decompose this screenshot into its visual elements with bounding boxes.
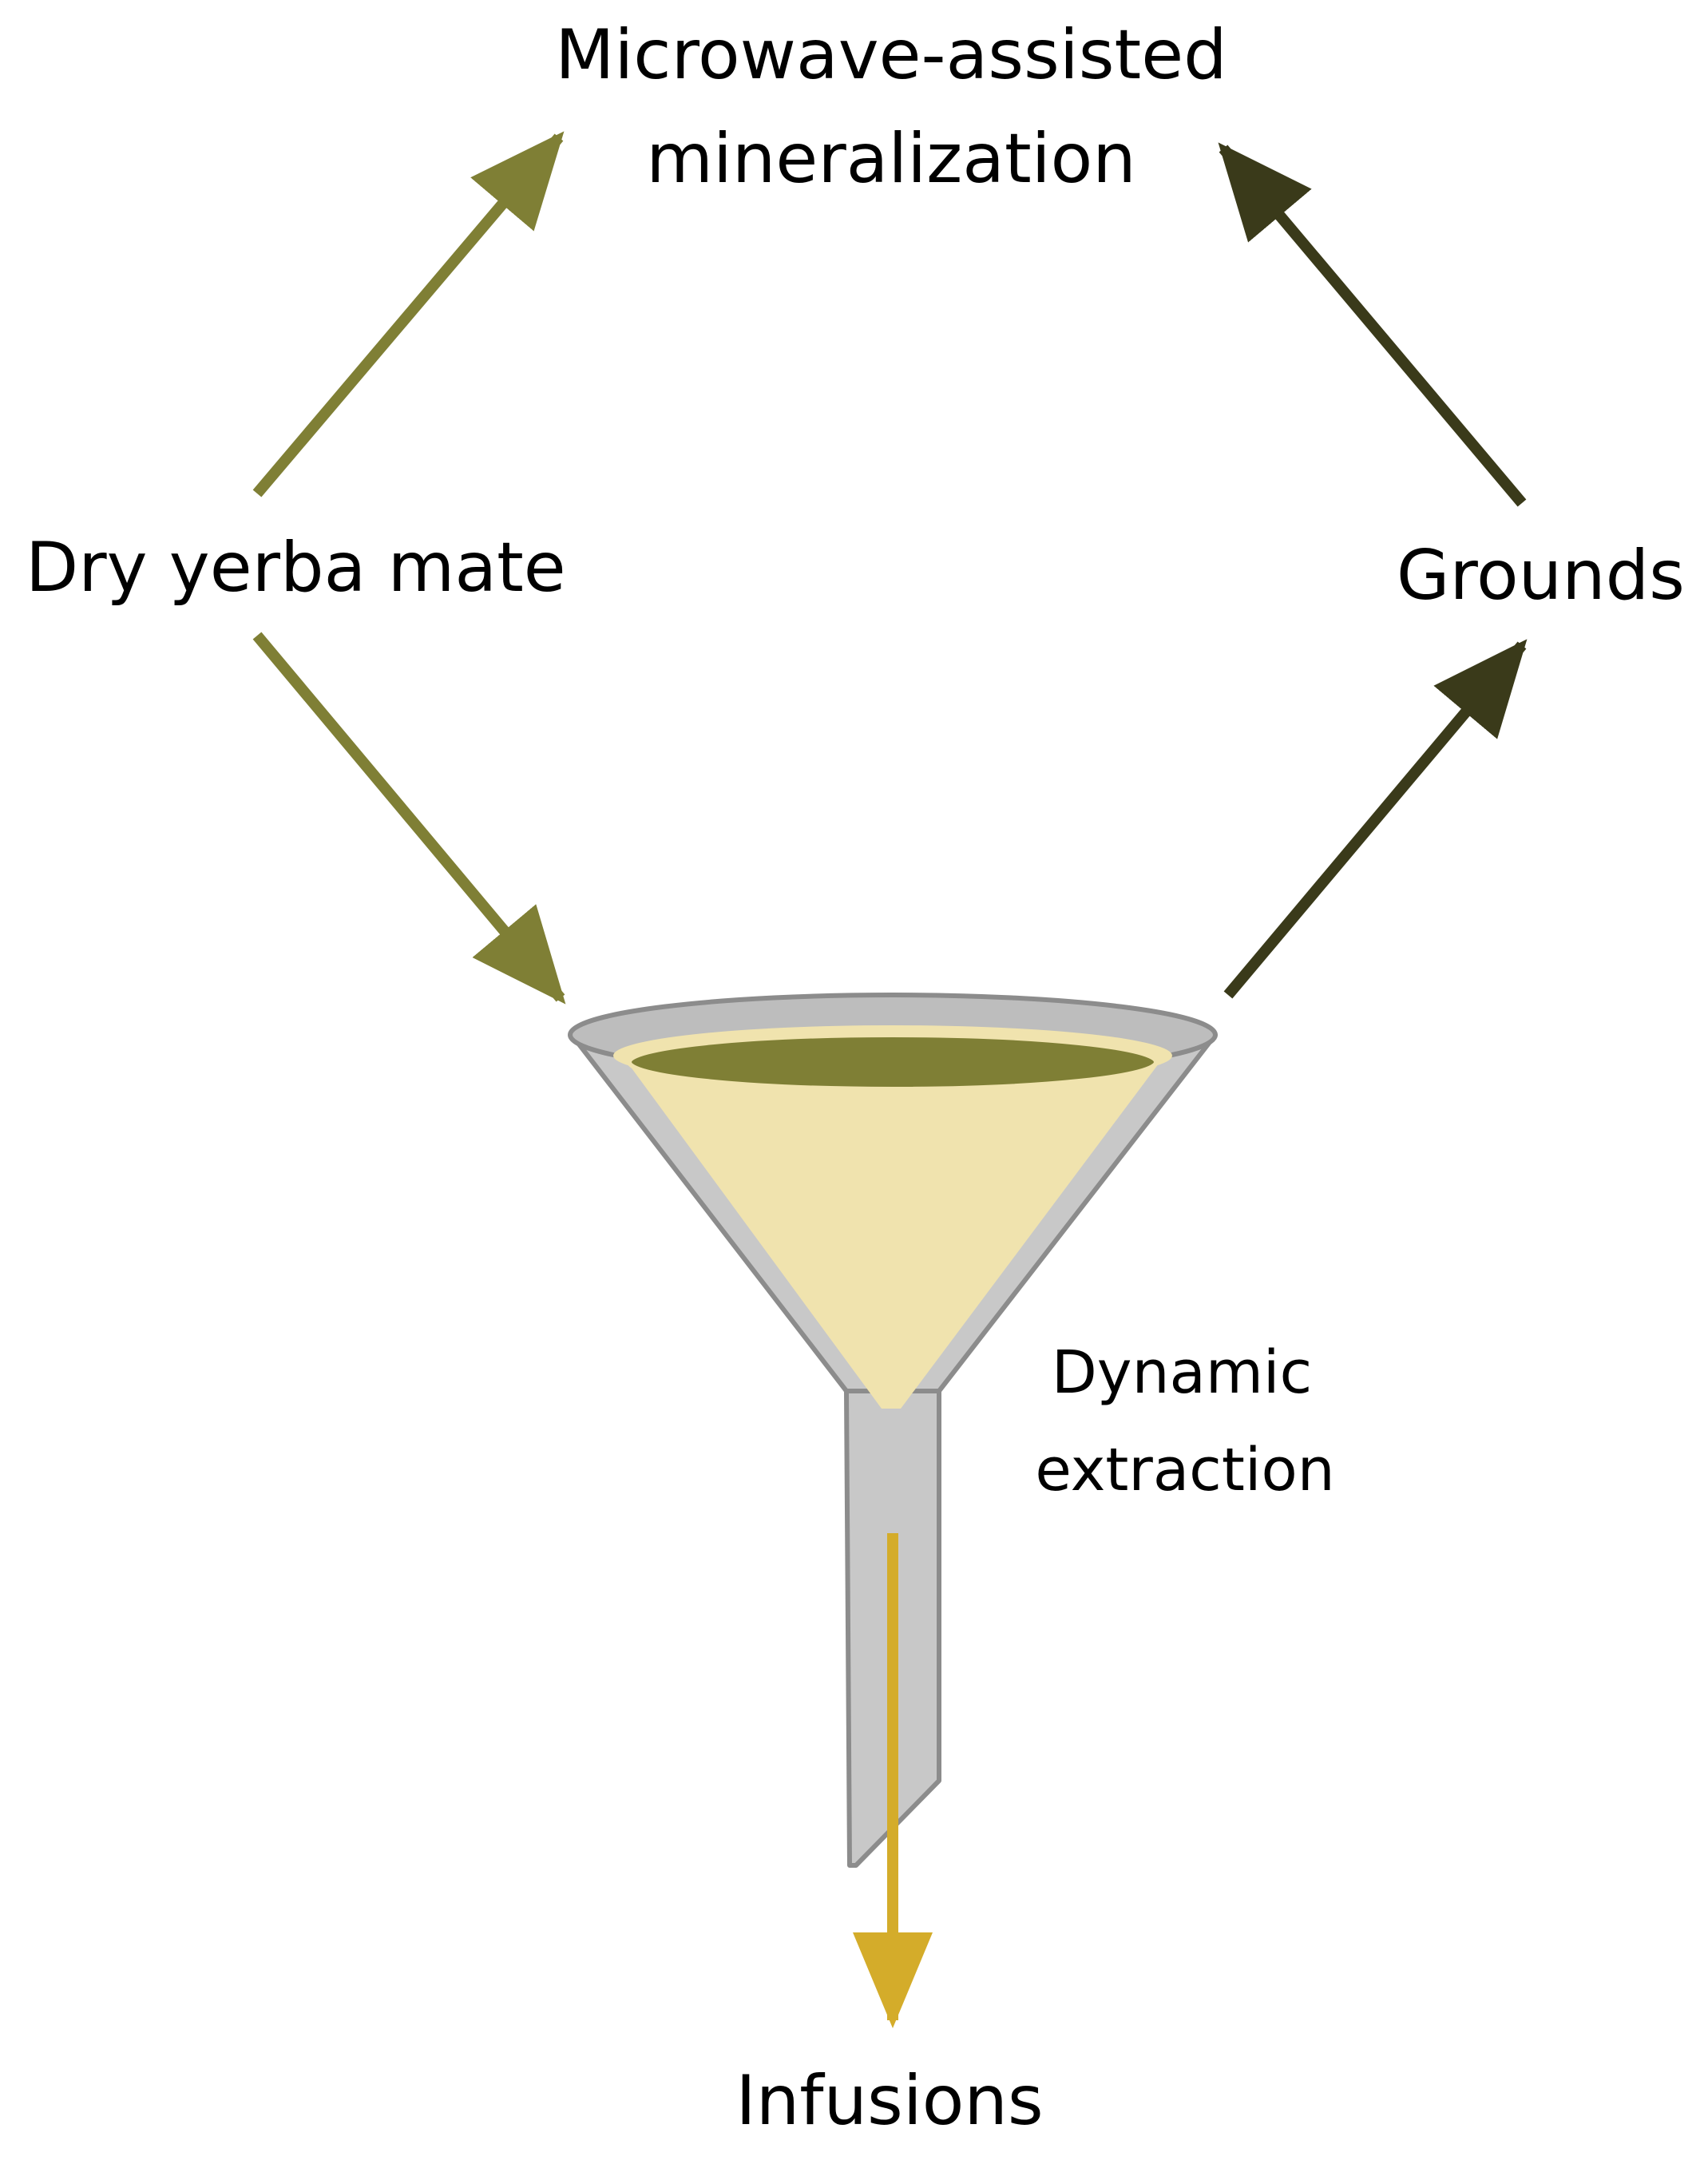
label-infusions: Infusions bbox=[735, 2061, 1043, 2141]
label-mineralization-line1: Microwave-assisted bbox=[555, 15, 1227, 95]
arrow-grounds-to-mineralization bbox=[1218, 142, 1527, 507]
arrow-funnel-to-grounds bbox=[1223, 639, 1528, 999]
arrow-dry-to-funnel bbox=[252, 632, 566, 1005]
yerba-surface bbox=[627, 1032, 1159, 1092]
label-grounds: Grounds bbox=[1397, 536, 1685, 616]
label-mineralization-line2: mineralization bbox=[646, 119, 1136, 199]
arrow-dry-to-mineralization bbox=[252, 131, 565, 497]
funnel-liquid bbox=[621, 1054, 1166, 1409]
funnel-icon bbox=[568, 993, 1218, 1868]
label-dynamic-extraction-line2: extraction bbox=[1035, 1436, 1334, 1504]
label-dry-yerba-mate: Dry yerba mate bbox=[26, 528, 566, 608]
label-dynamic-extraction-line1: Dynamic bbox=[1052, 1338, 1312, 1407]
